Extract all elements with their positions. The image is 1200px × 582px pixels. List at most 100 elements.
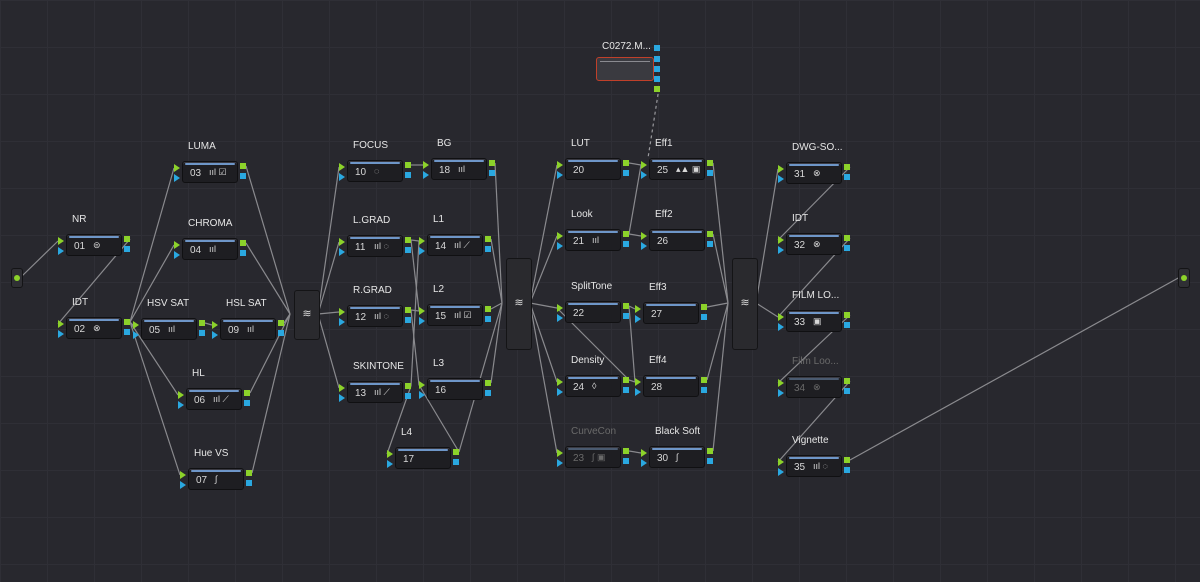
- rgb-input-port[interactable]: [557, 449, 563, 457]
- key-input-port[interactable]: [339, 173, 345, 181]
- rgb-input-port[interactable]: [133, 321, 139, 329]
- rgb-output-port[interactable]: [844, 312, 850, 318]
- node-body[interactable]: 31⊗: [786, 162, 842, 184]
- key-output-port[interactable]: [489, 170, 495, 176]
- key-output-port[interactable]: [844, 174, 850, 180]
- key-output-port[interactable]: [124, 329, 130, 335]
- rgb-input-port[interactable]: [419, 381, 425, 389]
- key-input-port[interactable]: [557, 459, 563, 467]
- key-input-port[interactable]: [174, 174, 180, 182]
- layer-mixer-node[interactable]: ≋: [732, 258, 758, 350]
- rgb-output-port[interactable]: [623, 160, 629, 166]
- output-node[interactable]: [1178, 268, 1190, 288]
- key-output-port[interactable]: [246, 480, 252, 486]
- key-output-port[interactable]: [278, 330, 284, 336]
- key-output-port[interactable]: [623, 458, 629, 464]
- key-input-port[interactable]: [778, 246, 784, 254]
- rgb-output-port[interactable]: [405, 237, 411, 243]
- rgb-output-port[interactable]: [844, 457, 850, 463]
- rgb-output-port[interactable]: [124, 236, 130, 242]
- rgb-output-port[interactable]: [844, 164, 850, 170]
- rgb-input-port[interactable]: [557, 304, 563, 312]
- rgb-output-port[interactable]: [246, 470, 252, 476]
- key-output-port[interactable]: [485, 390, 491, 396]
- rgb-input-port[interactable]: [557, 232, 563, 240]
- key-input-port[interactable]: [133, 331, 139, 339]
- key-input-port[interactable]: [387, 460, 393, 468]
- key-input-port[interactable]: [339, 318, 345, 326]
- rgb-input-port[interactable]: [778, 313, 784, 321]
- key-input-port[interactable]: [419, 247, 425, 255]
- key-output-port[interactable]: [701, 387, 707, 393]
- key-output-port[interactable]: [707, 170, 713, 176]
- rgb-input-port[interactable]: [557, 378, 563, 386]
- rgb-input-port[interactable]: [387, 450, 393, 458]
- key-input-port[interactable]: [58, 330, 64, 338]
- key-input-port[interactable]: [557, 242, 563, 250]
- rgb-output-port[interactable]: [124, 319, 130, 325]
- rgb-input-port[interactable]: [419, 237, 425, 245]
- key-input-port[interactable]: [180, 481, 186, 489]
- rgb-input-port[interactable]: [641, 161, 647, 169]
- rgb-input-port[interactable]: [58, 320, 64, 328]
- key-output-port[interactable]: [405, 317, 411, 323]
- key-input-port[interactable]: [778, 468, 784, 476]
- rgb-input-port[interactable]: [178, 391, 184, 399]
- node-body[interactable]: 22: [565, 301, 621, 323]
- key-output-port[interactable]: [623, 313, 629, 319]
- key-output-port[interactable]: [485, 316, 491, 322]
- rgb-input-port[interactable]: [212, 321, 218, 329]
- key-input-port[interactable]: [641, 242, 647, 250]
- key-input-port[interactable]: [178, 401, 184, 409]
- node-body[interactable]: 27: [643, 302, 699, 324]
- rgb-input-port[interactable]: [339, 163, 345, 171]
- rgb-output-port[interactable]: [405, 307, 411, 313]
- node-body[interactable]: 23∫ ▣: [565, 446, 621, 468]
- rgb-output-port[interactable]: [623, 231, 629, 237]
- key-output-port[interactable]: [453, 459, 459, 465]
- rgb-output-port[interactable]: [485, 236, 491, 242]
- rgb-output-port[interactable]: [489, 160, 495, 166]
- rgb-input-port[interactable]: [180, 471, 186, 479]
- key-input-port[interactable]: [174, 251, 180, 259]
- rgb-input-port[interactable]: [635, 305, 641, 313]
- rgb-output-port[interactable]: [453, 449, 459, 455]
- rgb-output-port[interactable]: [701, 304, 707, 310]
- key-input-port[interactable]: [58, 247, 64, 255]
- node-body[interactable]: 01⊜: [66, 234, 122, 256]
- media-port[interactable]: [654, 86, 660, 92]
- media-port[interactable]: [654, 56, 660, 62]
- node-body[interactable]: 17: [395, 447, 451, 469]
- rgb-input-port[interactable]: [419, 307, 425, 315]
- key-output-port[interactable]: [844, 467, 850, 473]
- rgb-output-port[interactable]: [623, 377, 629, 383]
- key-output-port[interactable]: [405, 247, 411, 253]
- key-output-port[interactable]: [701, 314, 707, 320]
- media-port[interactable]: [654, 45, 660, 51]
- key-output-port[interactable]: [623, 387, 629, 393]
- layer-mixer-node[interactable]: ≋: [506, 258, 532, 350]
- key-output-port[interactable]: [405, 172, 411, 178]
- key-output-port[interactable]: [844, 322, 850, 328]
- rgb-input-port[interactable]: [557, 161, 563, 169]
- rgb-input-port[interactable]: [174, 241, 180, 249]
- node-body[interactable]: 16: [427, 378, 483, 400]
- rgb-output-port[interactable]: [707, 448, 713, 454]
- key-output-port[interactable]: [244, 400, 250, 406]
- rgb-input-port[interactable]: [778, 458, 784, 466]
- rgb-output-port[interactable]: [707, 231, 713, 237]
- key-output-port[interactable]: [707, 241, 713, 247]
- rgb-input-port[interactable]: [778, 236, 784, 244]
- key-input-port[interactable]: [557, 171, 563, 179]
- key-input-port[interactable]: [339, 394, 345, 402]
- key-output-port[interactable]: [124, 246, 130, 252]
- key-input-port[interactable]: [419, 391, 425, 399]
